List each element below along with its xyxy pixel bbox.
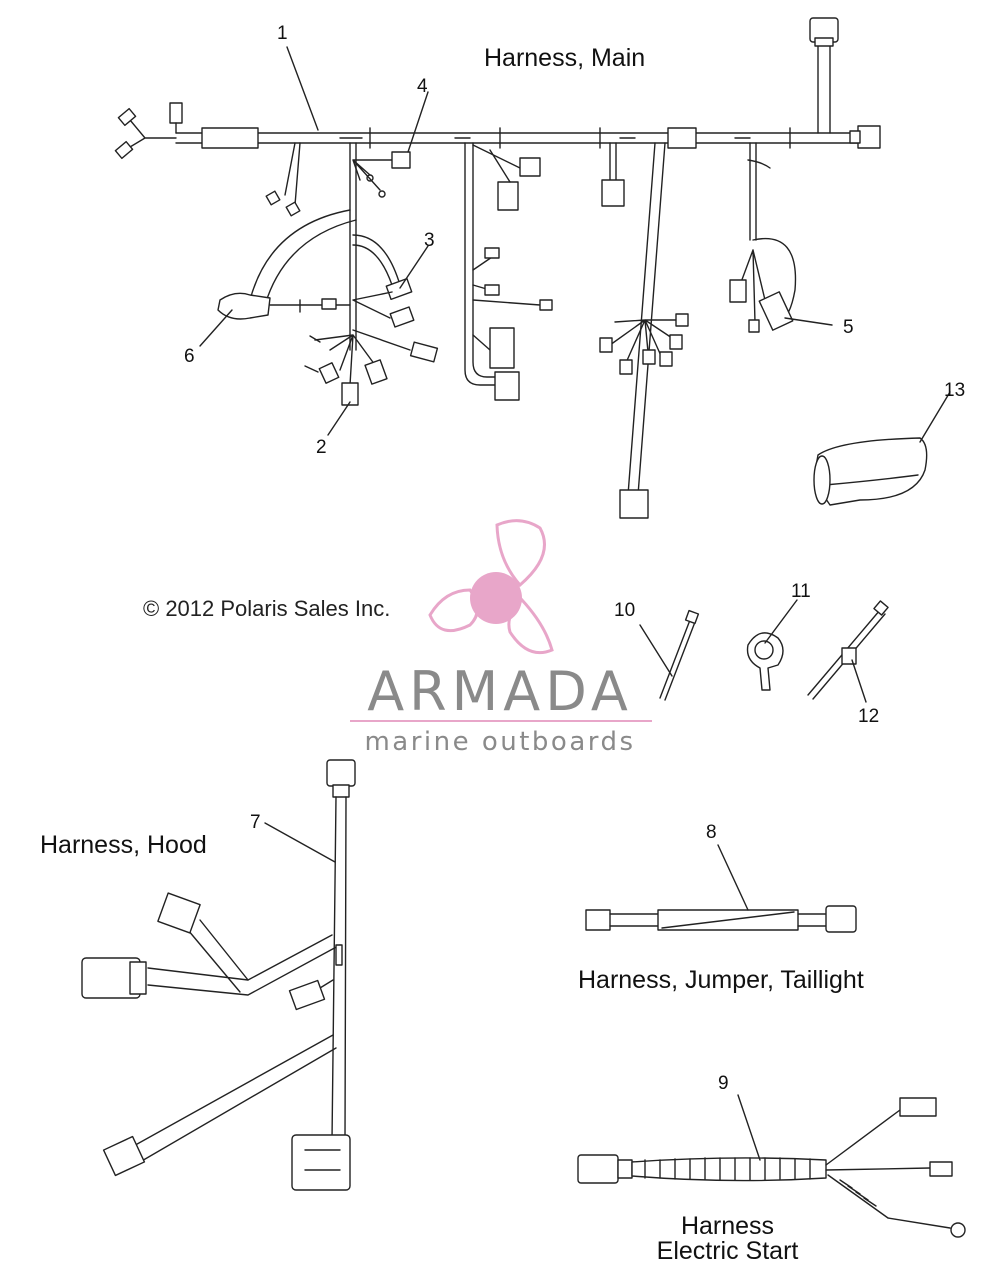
- callout-8: 8: [706, 822, 717, 843]
- callout-12: 12: [858, 706, 880, 727]
- title-estart-harness-line2: Electric Start: [656, 1237, 799, 1265]
- callout-11: 11: [791, 581, 811, 602]
- leader-lines: [199, 46, 951, 1161]
- jumper-harness: [585, 905, 857, 933]
- main-harness: [114, 17, 881, 519]
- callout-5: 5: [843, 317, 854, 338]
- callout-9: 9: [718, 1073, 729, 1094]
- copyright-text: © 2012 Polaris Sales Inc.: [143, 596, 391, 621]
- boot-item-13: [813, 437, 928, 506]
- clamp-item-11: [746, 632, 784, 691]
- callout-10: 10: [614, 600, 636, 621]
- tie-strap-item-10: [659, 609, 700, 701]
- callout-7: 7: [250, 812, 261, 833]
- title-hood-harness: Harness, Hood: [40, 831, 207, 859]
- callout-4: 4: [417, 76, 428, 97]
- title-main-harness: Harness, Main: [484, 44, 646, 72]
- propeller-logo-icon: [428, 519, 554, 655]
- callout-6: 6: [184, 346, 195, 367]
- callout-13: 13: [944, 380, 966, 401]
- watermark-divider: [350, 720, 652, 722]
- push-tie-item-12: [807, 600, 889, 700]
- electric-start-harness: [577, 1097, 966, 1238]
- watermark-brand: ARMADA: [367, 660, 633, 723]
- hood-harness: [81, 759, 356, 1191]
- title-jumper-harness: Harness, Jumper, Taillight: [578, 966, 864, 994]
- callout-2: 2: [316, 437, 327, 458]
- callout-3: 3: [424, 230, 435, 251]
- callout-1: 1: [277, 23, 288, 44]
- title-estart-harness-line1: Harness: [680, 1212, 775, 1240]
- watermark-tagline: marine outboards: [364, 727, 636, 757]
